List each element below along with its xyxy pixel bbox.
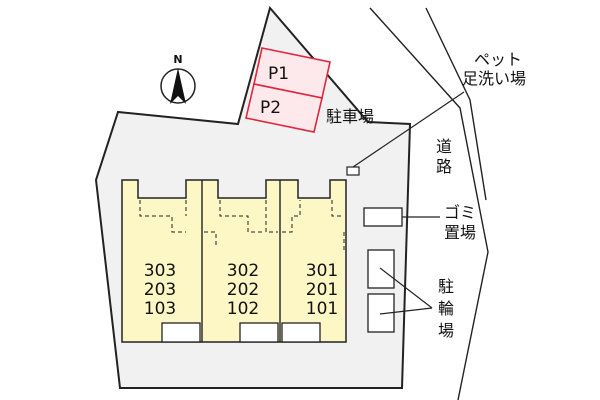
unit-302: 302 — [227, 261, 259, 281]
unit-102: 102 — [227, 299, 259, 319]
building-outline — [121, 179, 347, 343]
bicycle-label-char3: 場 — [438, 321, 454, 340]
bicycle-parking: 駐 輪 場 — [367, 249, 454, 340]
pet-foot-wash: ペット 足洗い場 — [346, 50, 526, 176]
compass-north-label: N — [173, 53, 182, 66]
unit-301: 301 — [306, 261, 338, 281]
unit-103: 103 — [144, 299, 176, 319]
unit-303: 303 — [144, 261, 176, 281]
building: 303 203 103 302 202 102 301 201 101 — [121, 179, 347, 343]
pet-foot-wash-leader — [352, 91, 465, 168]
bicycle-label-char2: 輪 — [438, 299, 454, 318]
garbage-label-line1: ゴミ — [444, 203, 476, 222]
road-edge-lower — [425, 7, 487, 201]
road-label-char1: 道 — [436, 137, 452, 156]
garbage-label-line2: 置場 — [444, 223, 476, 242]
parking-space-p2 — [245, 83, 323, 133]
unit-202: 202 — [227, 280, 259, 300]
building-interior-dashes — [139, 200, 345, 250]
compass: N — [160, 53, 196, 104]
garbage-area: ゴミ 置場 — [363, 203, 476, 242]
bicycle-leader-lower — [379, 307, 433, 315]
road-edge-upper — [369, 7, 489, 400]
bicycle-label-char1: 駐 — [438, 277, 454, 296]
garbage-box — [363, 207, 403, 227]
parking-label: 駐車場 — [326, 107, 374, 126]
entrance-left — [161, 322, 201, 343]
pet-foot-wash-box — [346, 166, 360, 176]
parking-area: P1 P2 駐車場 — [245, 47, 374, 133]
road-label: 道 路 — [436, 137, 452, 176]
unit-101: 101 — [306, 299, 338, 319]
parking-space-p1-label: P1 — [268, 64, 289, 84]
entrance-right — [281, 322, 321, 343]
road-label-char2: 路 — [436, 157, 452, 176]
compass-arrow-icon — [170, 68, 186, 104]
bicycle-leader-upper — [379, 267, 433, 309]
parking-space-p2-label: P2 — [260, 98, 281, 118]
unit-203: 203 — [144, 280, 176, 300]
unit-201: 201 — [306, 280, 338, 300]
pet-foot-wash-label-line1: ペット — [474, 50, 522, 69]
entrance-middle — [239, 322, 279, 343]
pet-foot-wash-label-line2: 足洗い場 — [462, 69, 526, 88]
